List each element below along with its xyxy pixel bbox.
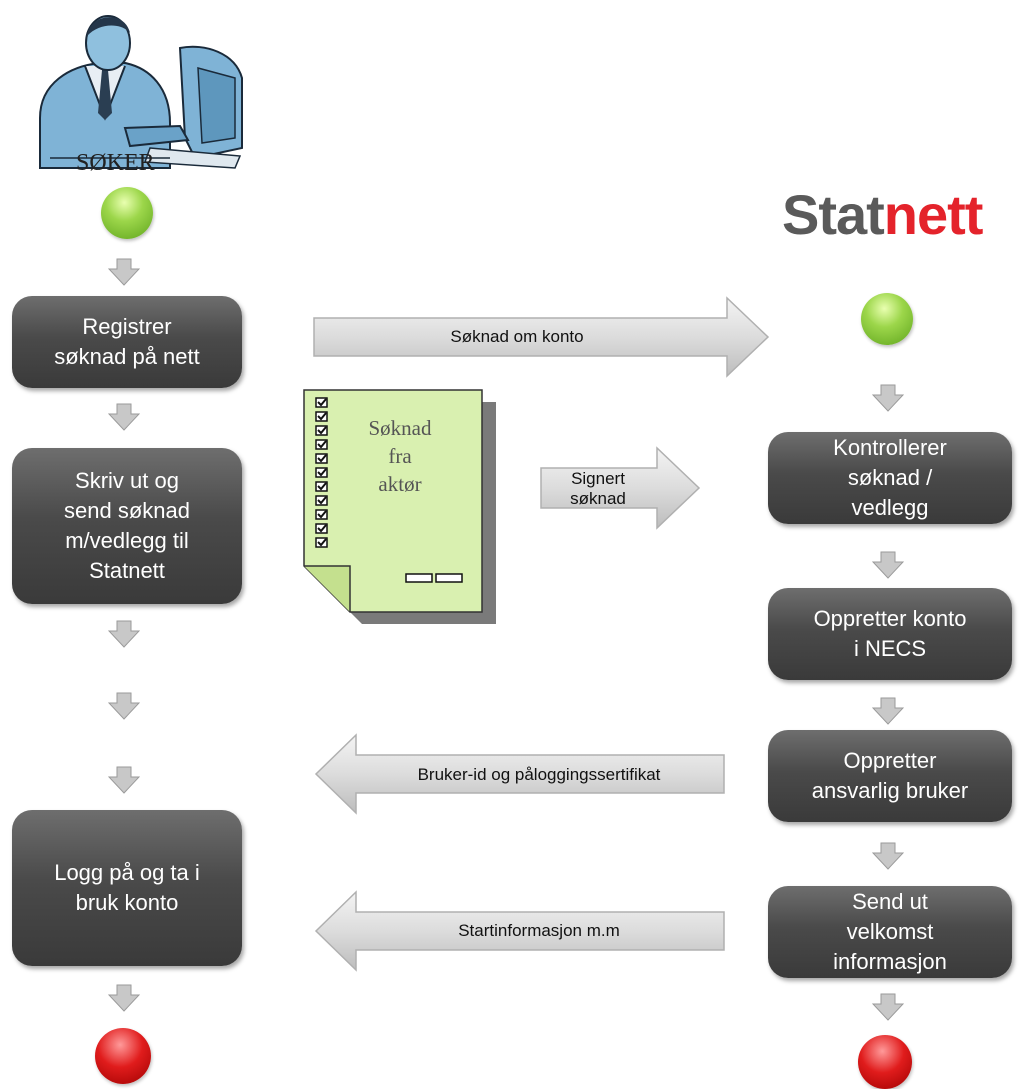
left-end-circle [95,1028,151,1084]
right-end-circle [858,1035,912,1089]
down-arrow-icon [108,984,140,1012]
down-arrow-icon [108,692,140,720]
step-send-welcome-info: Send ut velkomst informasjon [768,886,1012,978]
down-arrow-icon [108,620,140,648]
statnett-logo: Statnett [782,182,984,247]
left-start-circle [101,187,153,239]
step-create-responsible-user: Oppretter ansvarlig bruker [768,730,1012,822]
applicant-label: SØKER [76,150,155,176]
down-arrow-icon [108,766,140,794]
step-create-account-necs: Oppretter konto i NECS [768,588,1012,680]
signed-arrow-label: Signert søknad [570,469,626,508]
down-arrow-icon [872,551,904,579]
step-register-application: Registrer søknad på nett [12,296,242,388]
user-id-arrow-label: Bruker-id og påloggingssertifikat [417,765,661,784]
step-log-in-use-account: Logg på og ta i bruk konto [12,810,242,966]
right-start-circle [861,293,913,345]
logo-part-stat: Stat [782,183,885,246]
start-info-arrow-label: Startinformasjon m.m [458,921,620,940]
document-title: Søknad fra aktør [368,416,432,496]
down-arrow-icon [872,697,904,725]
start-info-arrow-left [314,890,725,972]
application-arrow-right [313,296,770,378]
application-arrow-label: Søknad om konto [450,327,584,346]
document-icon [303,389,496,624]
step-print-and-send: Skriv ut og send søknad m/vedlegg til St… [12,448,242,604]
down-arrow-icon [108,403,140,431]
user-id-arrow-left [314,733,725,815]
down-arrow-icon [872,993,904,1021]
signed-arrow-right [540,446,701,530]
application-document: Søknad fra aktør [302,388,498,626]
person-at-computer-icon [39,15,243,169]
down-arrow-icon [872,842,904,870]
logo-part-nett: nett [883,183,984,246]
applicant-illustration: SØKER [30,8,245,180]
down-arrow-icon [108,258,140,286]
down-arrow-icon [872,384,904,412]
step-check-application: Kontrollerer søknad / vedlegg [768,432,1012,524]
